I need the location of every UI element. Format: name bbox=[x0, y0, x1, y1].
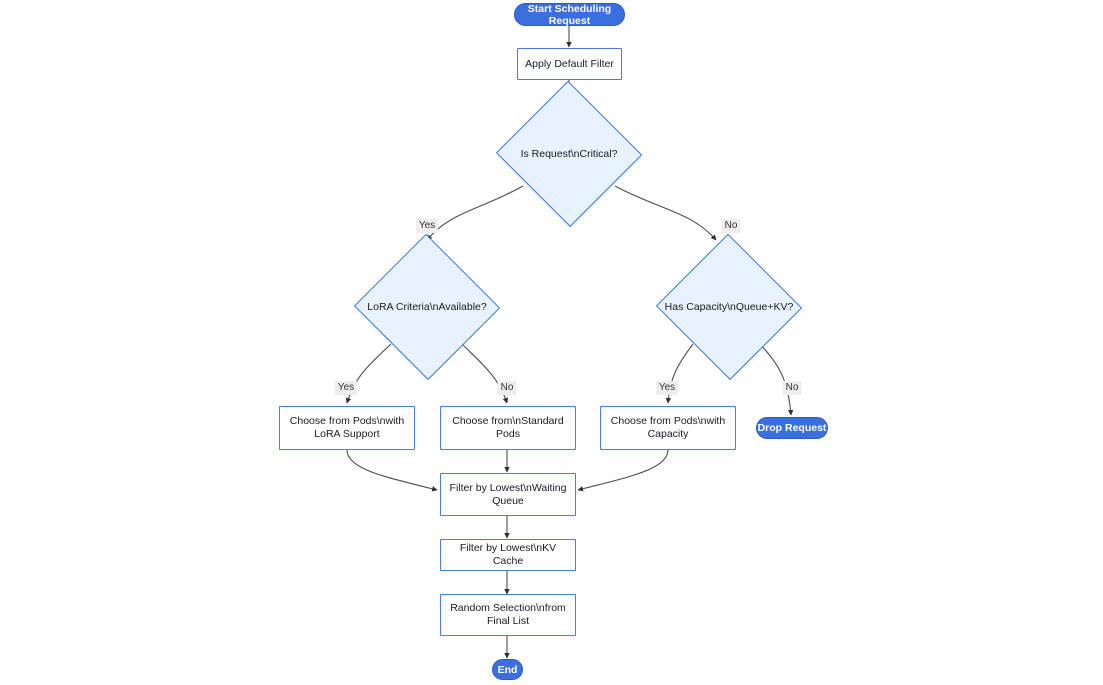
node-lora-label: LoRA Criteria\nAvailable? bbox=[367, 300, 487, 313]
node-choose-pods-with-capacity[interactable]: Choose from Pods\nwith Capacity bbox=[600, 406, 736, 450]
edge-label-capacity-no: No bbox=[782, 381, 802, 395]
node-capacitypods-label: Choose from Pods\nwith Capacity bbox=[610, 415, 726, 440]
node-choose-standard-pods[interactable]: Choose from\nStandard Pods bbox=[440, 406, 576, 450]
node-capacity-label: Has Capacity\nQueue+KV? bbox=[664, 300, 794, 313]
node-filter-lowest-waiting-queue[interactable]: Filter by Lowest\nWaiting Queue bbox=[440, 473, 576, 516]
node-filter-lowest-kv-cache[interactable]: Filter by Lowest\nKV Cache bbox=[440, 539, 576, 571]
node-apply-default-filter[interactable]: Apply Default Filter bbox=[517, 48, 622, 80]
edge-label-lora-no: No bbox=[497, 381, 517, 395]
node-choose-pods-with-lora-support[interactable]: Choose from Pods\nwith LoRA Support bbox=[279, 406, 415, 450]
edge-label-critical-yes: Yes bbox=[415, 219, 439, 233]
edge-label-lora-yes: Yes bbox=[334, 381, 358, 395]
edge-label-critical-no: No bbox=[721, 219, 741, 233]
node-end-label: End bbox=[497, 663, 518, 676]
node-drop-request[interactable]: Drop Request bbox=[756, 417, 828, 439]
node-kvcache-label: Filter by Lowest\nKV Cache bbox=[459, 542, 557, 567]
node-random-selection-final-list[interactable]: Random Selection\nfrom Final List bbox=[440, 594, 576, 636]
node-default-label: Apply Default Filter bbox=[525, 57, 614, 70]
node-lora-criteria-available[interactable]: LoRA Criteria\nAvailable? bbox=[353, 233, 501, 381]
node-drop-label: Drop Request bbox=[757, 422, 827, 434]
node-lorapods-label: Choose from Pods\nwith LoRA Support bbox=[289, 415, 405, 440]
node-has-capacity-queue-kv[interactable]: Has Capacity\nQueue+KV? bbox=[655, 233, 803, 381]
node-start-scheduling-request[interactable]: Start Scheduling Request bbox=[514, 2, 625, 27]
node-critical-label: Is Request\nCritical? bbox=[520, 147, 618, 160]
node-start-label: Start Scheduling Request bbox=[527, 2, 612, 27]
edge-capacitypods-to-waiting bbox=[577, 449, 669, 492]
node-random-label: Random Selection\nfrom Final List bbox=[450, 602, 566, 627]
node-waiting-label: Filter by Lowest\nWaiting Queue bbox=[449, 481, 567, 507]
node-end[interactable]: End bbox=[492, 659, 523, 680]
node-is-request-critical[interactable]: Is Request\nCritical? bbox=[495, 80, 643, 228]
edge-label-capacity-yes: Yes bbox=[655, 381, 679, 395]
edge-lorapods-to-waiting bbox=[346, 449, 438, 492]
node-standardpods-label: Choose from\nStandard Pods bbox=[452, 415, 564, 440]
